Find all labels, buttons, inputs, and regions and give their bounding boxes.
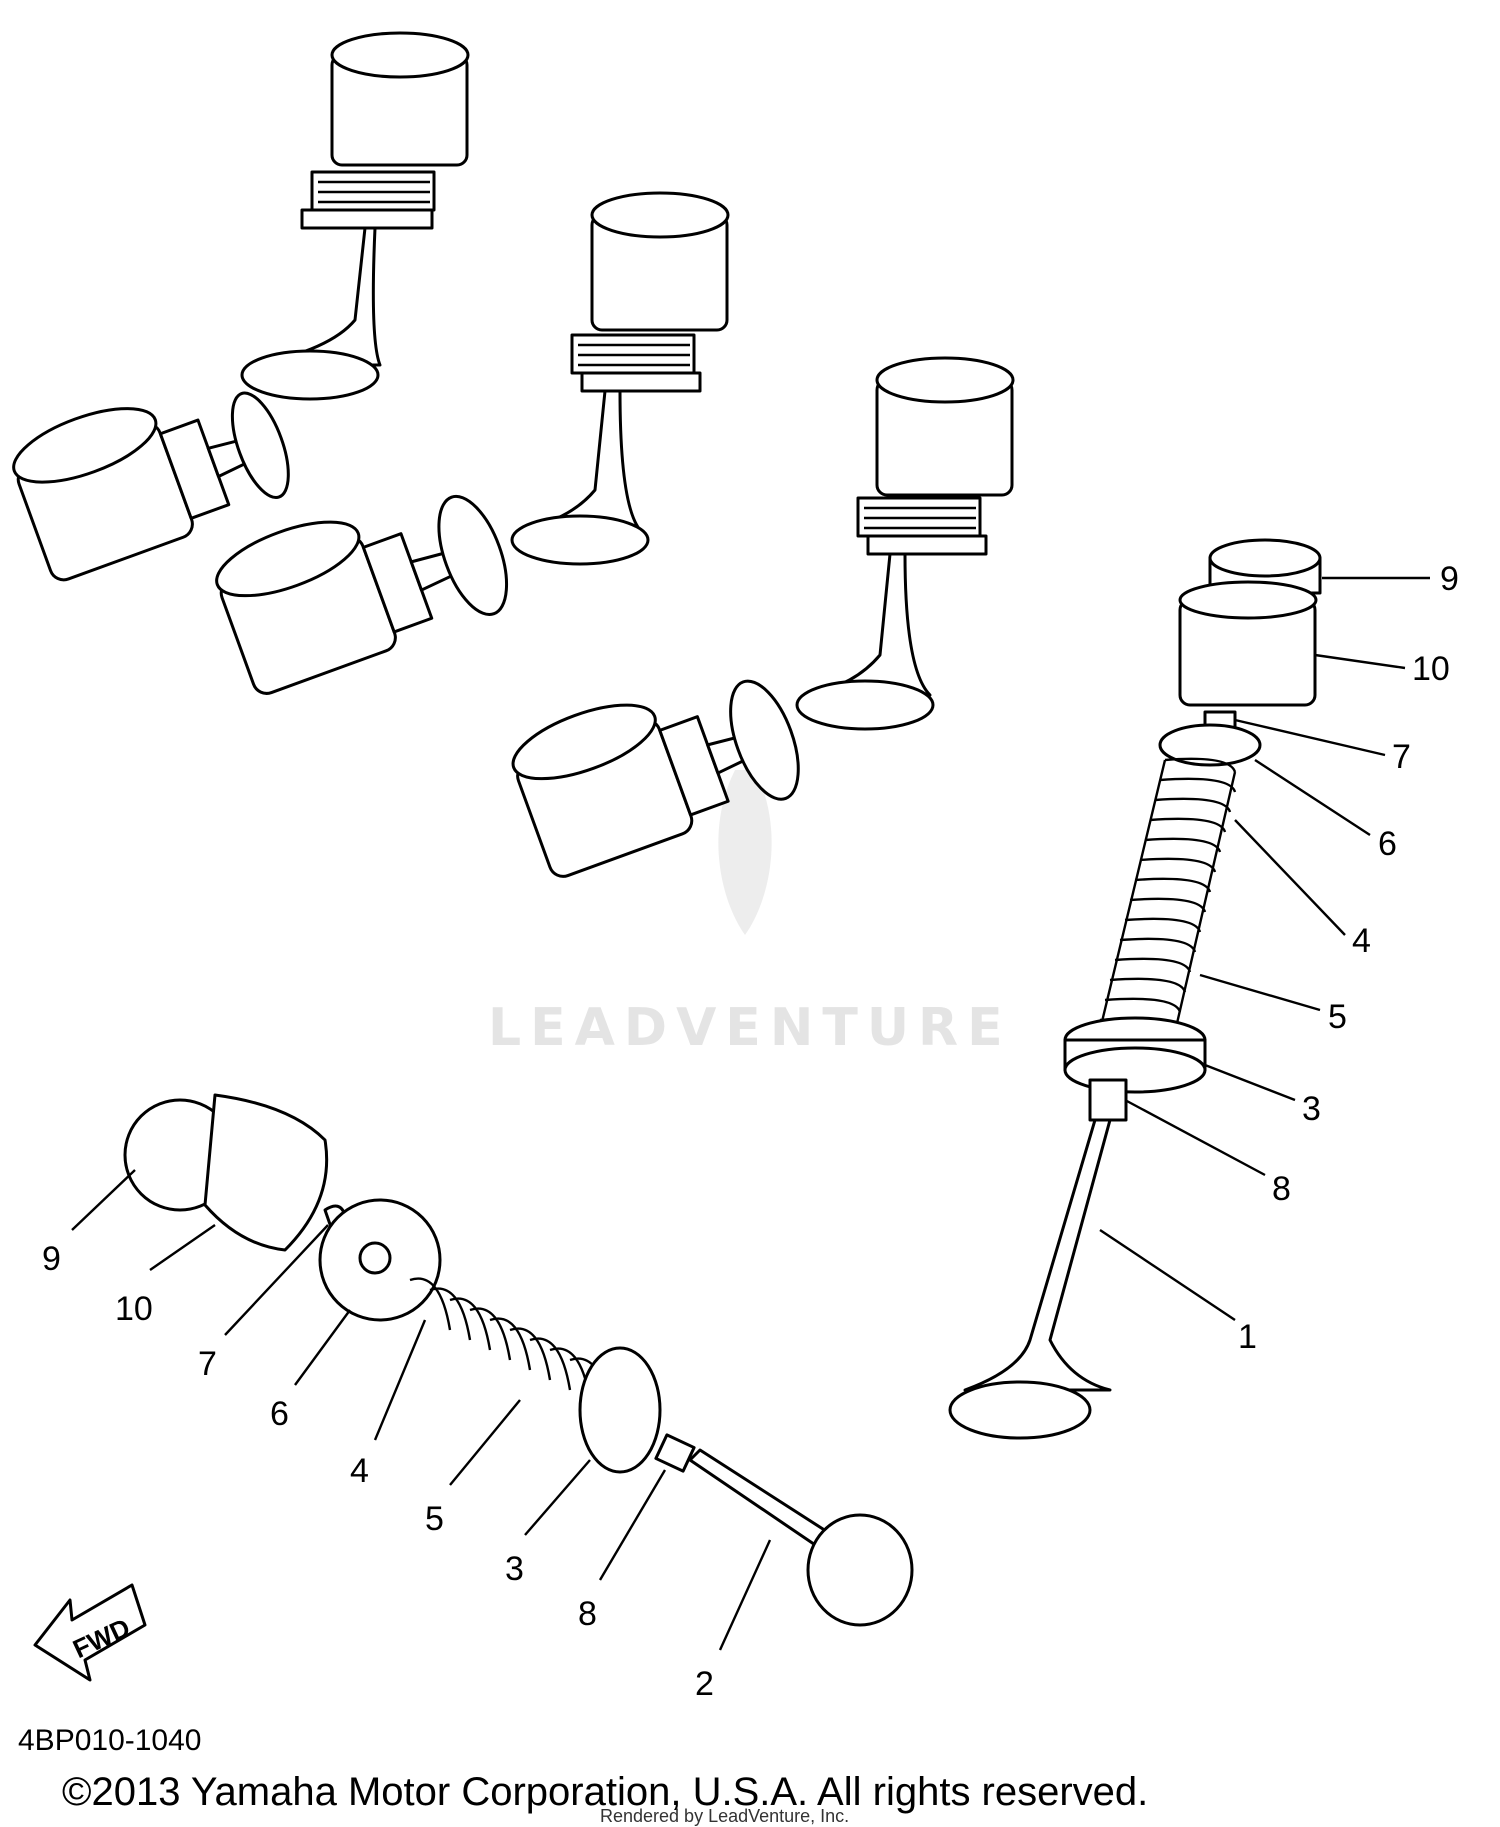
callout-right-3: 3 bbox=[1302, 1090, 1321, 1128]
valve-assembly-angled-2 bbox=[215, 494, 509, 695]
callout-left-4: 4 bbox=[350, 1452, 369, 1490]
callout-left-6: 6 bbox=[270, 1395, 289, 1433]
callout-left-8: 8 bbox=[578, 1595, 597, 1633]
valve-assembly-top-3 bbox=[795, 356, 1015, 731]
fwd-arrow: FWD bbox=[33, 1583, 147, 1682]
callout-left-9: 9 bbox=[42, 1240, 61, 1278]
callouts-left: 9 10 7 6 4 5 3 8 2 bbox=[42, 1169, 772, 1703]
diagram-code: 4BP010-1040 bbox=[18, 1724, 202, 1757]
callout-left-10: 10 bbox=[115, 1290, 153, 1328]
callout-right-6: 6 bbox=[1378, 825, 1397, 863]
callout-right-8: 8 bbox=[1272, 1170, 1291, 1208]
callouts-right: 9 10 7 6 4 5 3 8 1 bbox=[1099, 560, 1459, 1356]
callout-left-5: 5 bbox=[425, 1500, 444, 1538]
leadventure-watermark: LEADVENTURE bbox=[488, 770, 1012, 1058]
rendered-by-note: Rendered by LeadVenture, Inc. bbox=[600, 1806, 850, 1826]
valve-assembly-angled-1 bbox=[12, 391, 290, 582]
callout-right-1: 1 bbox=[1238, 1318, 1257, 1356]
callout-left-2: 2 bbox=[695, 1665, 714, 1703]
copyright-notice: ©2013 Yamaha Motor Corporation, U.S.A. A… bbox=[62, 1770, 1149, 1814]
callout-left-3: 3 bbox=[505, 1550, 524, 1588]
callout-right-10: 10 bbox=[1412, 650, 1450, 688]
callout-right-4: 4 bbox=[1352, 922, 1371, 960]
callout-right-7: 7 bbox=[1392, 738, 1411, 776]
valve-assembly-right-exploded bbox=[948, 538, 1322, 1440]
valve-assembly-top-2 bbox=[510, 191, 730, 566]
watermark-text: LEADVENTURE bbox=[488, 998, 1012, 1058]
callout-right-9: 9 bbox=[1440, 560, 1459, 598]
valve-assembly-left-exploded bbox=[123, 1093, 914, 1627]
callout-right-5: 5 bbox=[1328, 998, 1347, 1036]
valve-assembly-top-1 bbox=[240, 31, 470, 401]
callout-left-7: 7 bbox=[198, 1345, 217, 1383]
valve-assembly-angled-3 bbox=[511, 679, 800, 878]
